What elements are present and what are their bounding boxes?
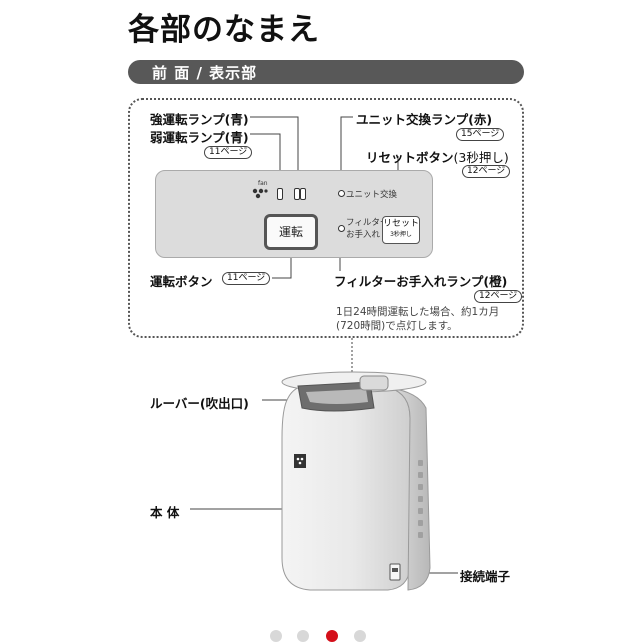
weak-lamp-label: 弱運転ランプ(青)	[150, 130, 249, 145]
filter-lamp	[338, 225, 345, 232]
strong-lamp-b	[300, 188, 306, 200]
fan-label: fan	[258, 180, 268, 187]
page-dot-4[interactable]	[354, 630, 366, 642]
reset-button-label: リセットボタン(3秒押し)	[366, 147, 509, 166]
strong-lamp-leader	[250, 116, 299, 186]
page-dot-3[interactable]	[326, 630, 338, 642]
reset-button[interactable]: リセット 3秒押し	[382, 216, 420, 244]
reset-button-label-note: (3秒押し)	[453, 150, 509, 165]
filter-panel-label-2: お手入れ	[346, 230, 381, 240]
reset-button-subtext: 3秒押し	[390, 231, 412, 238]
reset-button-page-ref: 12ページ	[462, 165, 511, 178]
strong-lamp-label: 強運転ランプ(青)	[150, 112, 249, 127]
body-label: 本 体	[150, 505, 180, 520]
fan-logo-icon	[252, 188, 268, 199]
unit-lamp-label: ユニット交換ランプ(赤)	[356, 112, 493, 127]
strong-lamp-a	[294, 188, 300, 200]
run-button-leader	[272, 250, 292, 279]
weak-lamp-leader	[250, 133, 281, 186]
filter-lamp-label: フィルターお手入れランプ(橙)	[334, 274, 508, 289]
filter-note-line-2: (720時間)で点灯します。	[336, 320, 458, 332]
page-dot-1[interactable]	[270, 630, 282, 642]
run-button[interactable]: 運転	[264, 214, 318, 250]
unit-lamp-page-ref: 15ページ	[456, 128, 505, 141]
filter-lamp-page-ref: 12ページ	[474, 290, 523, 303]
reset-button-text: リセット	[383, 219, 420, 229]
filter-note-line-1: 1日24時間運転した場合、約1カ月	[336, 306, 500, 318]
page-title: 各部のなまえ	[128, 12, 320, 48]
reset-button-label-text: リセットボタン	[366, 150, 454, 165]
weak-lamp	[277, 188, 283, 200]
terminal-label: 接続端子	[460, 569, 511, 584]
section-bar	[128, 60, 524, 84]
run-button-page-ref: 11ページ	[222, 272, 271, 285]
filter-panel-label-1: フィルター	[346, 218, 389, 228]
louver-label: ルーバー(吹出口)	[150, 396, 249, 411]
unit-lamp-leader	[340, 116, 353, 190]
air-purifier-illustration	[281, 371, 431, 591]
display-area-frame	[128, 98, 524, 338]
section-label: 前 面 / 表示部	[152, 64, 258, 82]
page-dot-2[interactable]	[297, 630, 309, 642]
run-button-label: 運転ボタン	[150, 274, 213, 289]
weak-lamp-page-ref: 11ページ	[204, 146, 253, 159]
unit-lamp	[338, 190, 345, 197]
unit-lamp-panel-label: ユニット交換	[346, 190, 398, 200]
